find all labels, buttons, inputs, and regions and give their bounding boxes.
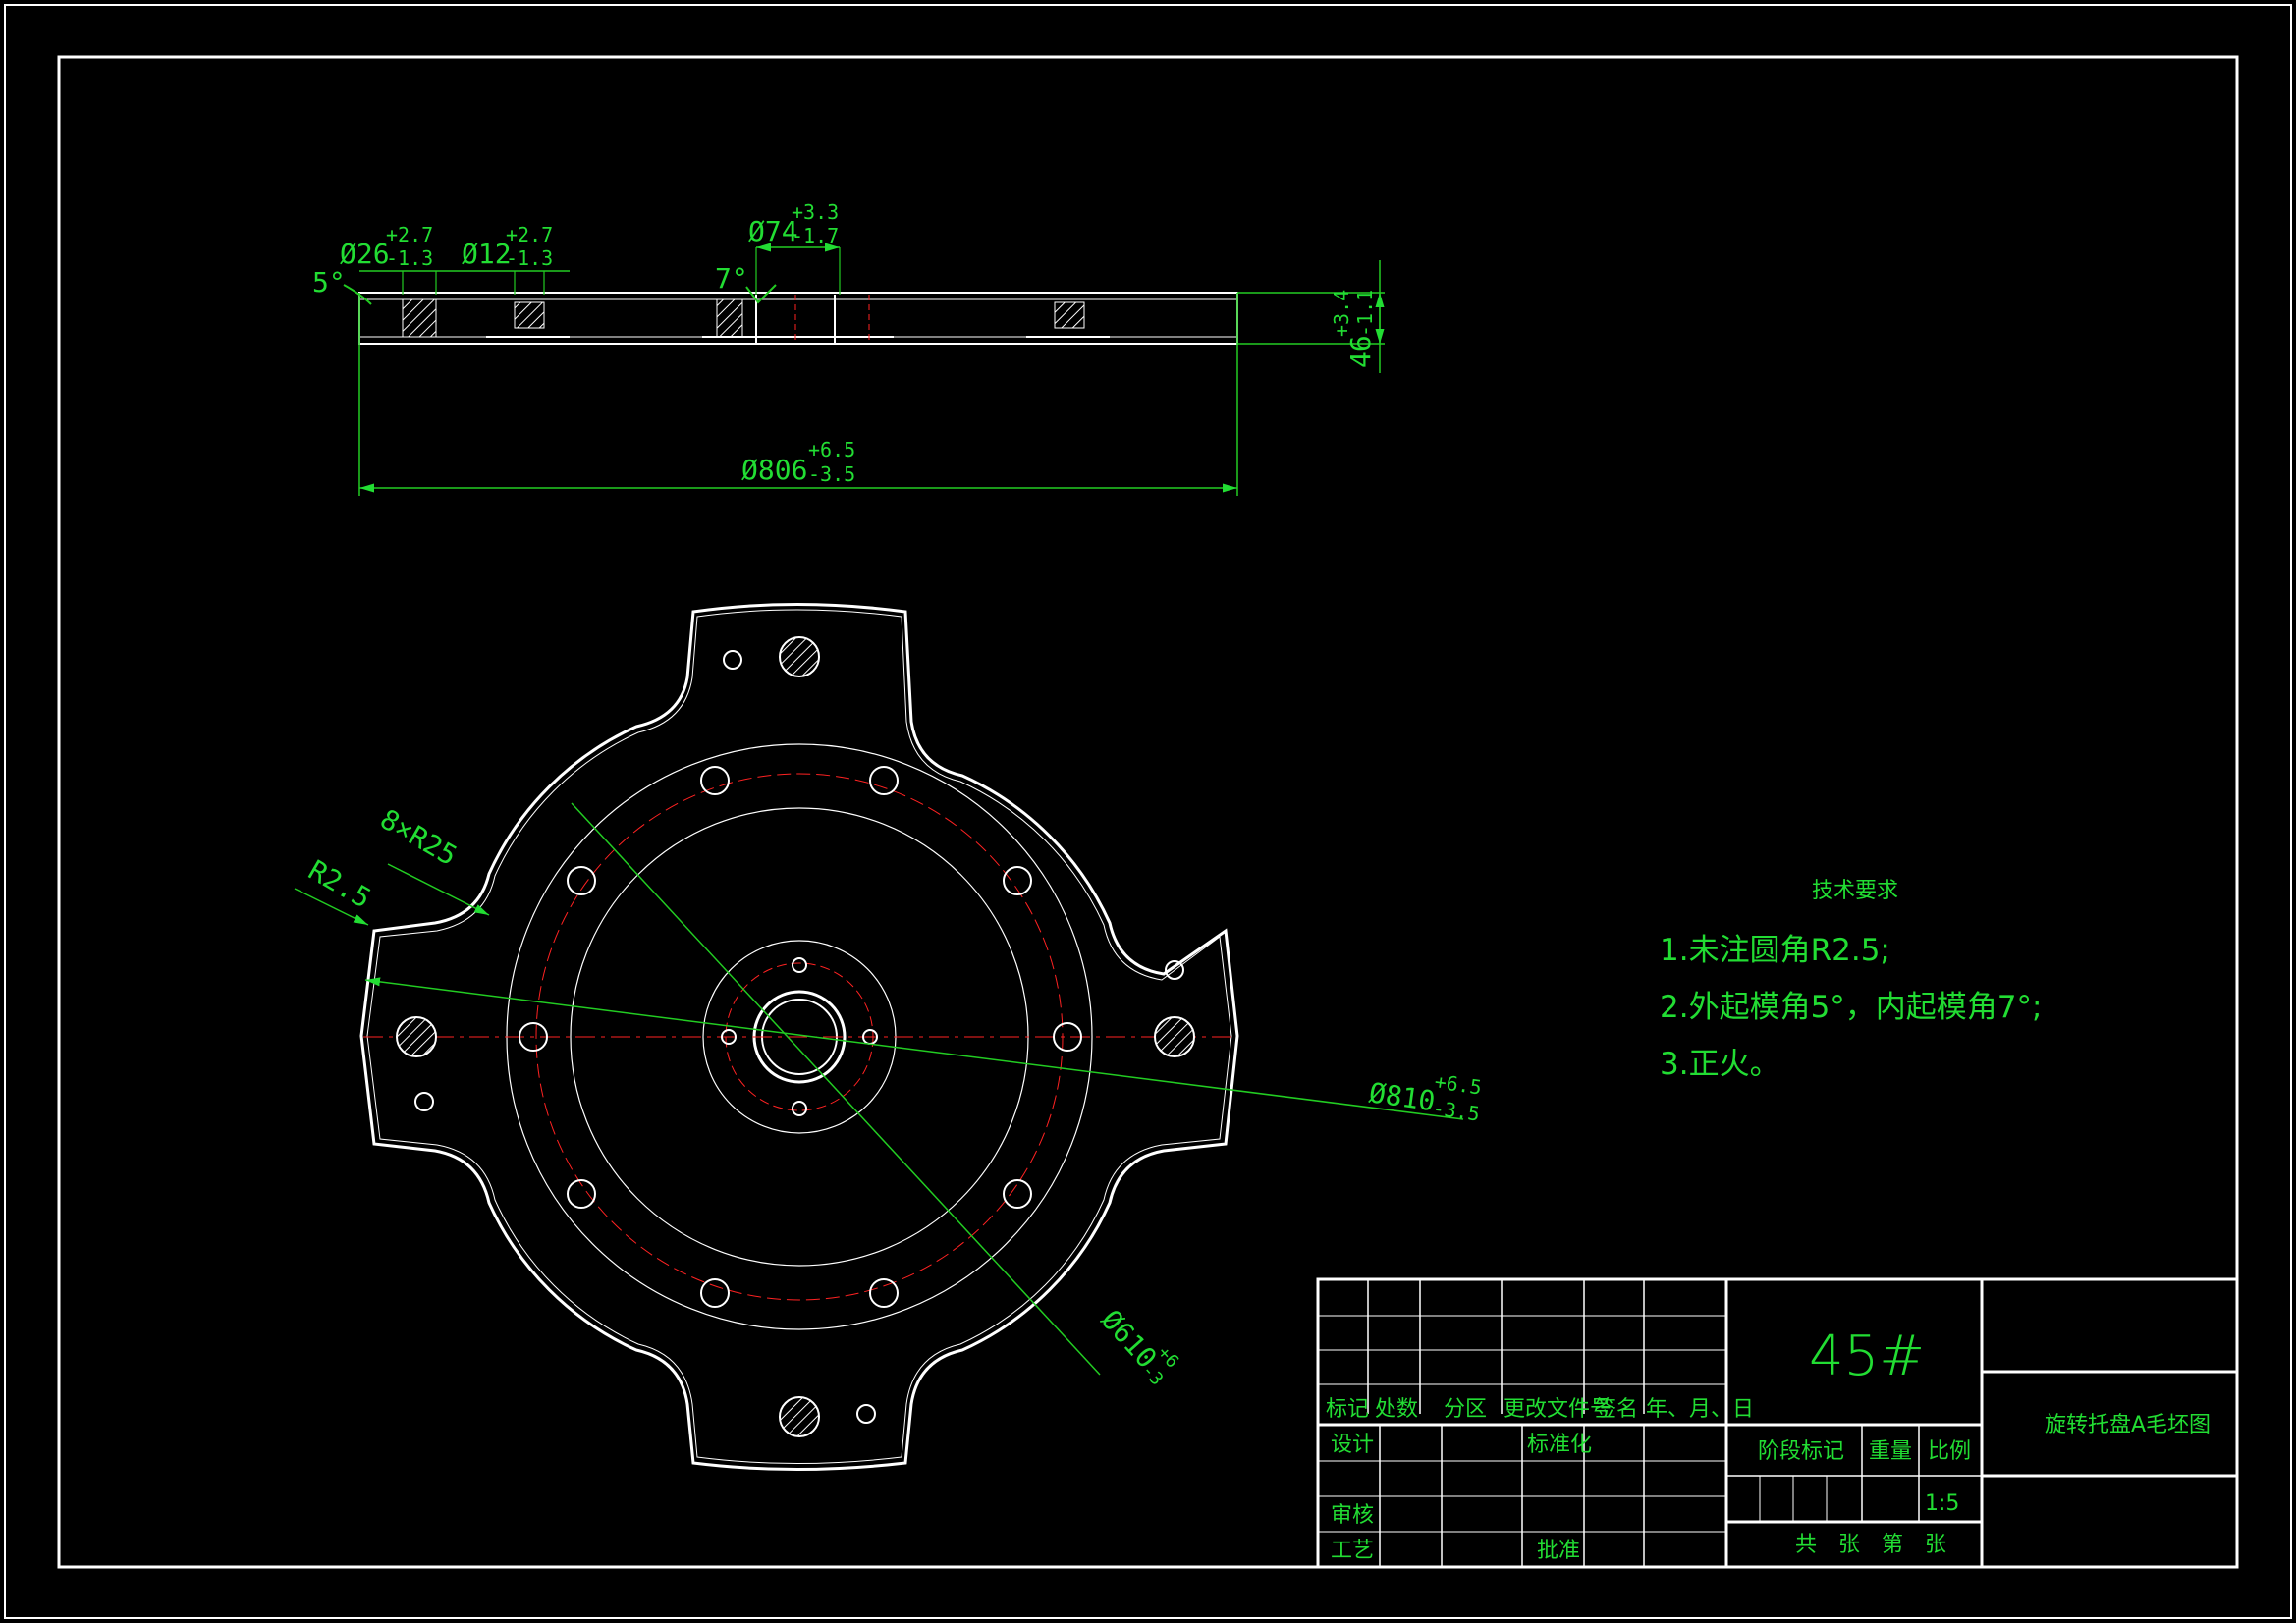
dim-h46-tol-dn: -1.1 [1353, 290, 1377, 337]
top-view: R2.5 8×R25 Ø810 +6.5 -3.5 Ø610 +6 -3 [294, 603, 1483, 1471]
dim-d806: Ø806 [741, 454, 807, 486]
dim-d26-tol-dn: -1.3 [386, 246, 433, 270]
lbl-approve: 批准 [1537, 1539, 1580, 1563]
title-block: 标记 处数 分区 更改文件号 签名 年、月、日 设计 标准化 审核 工艺 批准 … [1316, 1277, 2239, 1569]
plate-outline [359, 603, 1239, 1471]
lbl-weight: 重量 [1869, 1439, 1912, 1464]
hdr-date: 年、月、日 [1646, 1397, 1754, 1422]
hdr-sign: 签名 [1595, 1397, 1638, 1422]
lbl-review: 审核 [1331, 1503, 1374, 1528]
dim-d74: Ø74 [748, 215, 798, 247]
scale-value: 1:5 [1925, 1491, 1959, 1516]
tech-req-item: 1.未注圆角R2.5; [1660, 933, 1890, 968]
dim-d74-tol-dn: -1.7 [792, 224, 839, 247]
tech-requirements: 技术要求 1.未注圆角R2.5; 2.外起模角5°，内起模角7°; 3.正火。 [1660, 879, 2042, 1082]
hole-section [402, 298, 437, 338]
bolt-holes [519, 766, 1082, 1308]
hdr-zone: 分区 [1444, 1397, 1487, 1422]
dim-d810-tol-up: +6.5 [1433, 1069, 1483, 1099]
tech-req-item: 2.外起模角5°，内起模角7°; [1660, 990, 2042, 1025]
dim-d810-tol-dn: -3.5 [1431, 1096, 1481, 1125]
lbl-standard: 标准化 [1527, 1433, 1592, 1457]
part-name: 旋转托盘A毛坯图 [2045, 1413, 2211, 1437]
dim-draft-inner: 7° [715, 262, 748, 295]
dim-d806-tol-dn: -3.5 [808, 462, 855, 486]
dim-draft-outer: 5° [312, 266, 346, 298]
arm-holes [396, 636, 1195, 1437]
hdr-count: 处数 [1375, 1397, 1418, 1422]
lbl-design: 设计 [1331, 1433, 1374, 1457]
hdr-mark: 标记 [1326, 1397, 1369, 1422]
dim-d12-tol-up: +2.7 [506, 223, 553, 246]
dim-d12: Ø12 [462, 238, 512, 270]
dim-h46-tol-up: +3.4 [1330, 290, 1353, 337]
dim-d810: Ø810 [1367, 1076, 1437, 1117]
lbl-scale: 比例 [1928, 1439, 1971, 1464]
dim-h46: 46 [1344, 335, 1377, 368]
dim-d12-tol-dn: -1.3 [506, 246, 553, 270]
dim-d26-tol-up: +2.7 [386, 223, 433, 246]
hdr-change-doc: 更改文件号 [1503, 1397, 1612, 1422]
dim-d74-tol-up: +3.3 [792, 200, 839, 224]
hole-section [514, 301, 545, 329]
hole-section [1054, 301, 1085, 329]
dim-r-small: R2.5 [303, 853, 377, 914]
dim-d806-tol-up: +6.5 [808, 438, 855, 461]
lbl-process: 工艺 [1331, 1539, 1374, 1563]
side-view: Ø806 +6.5 -3.5 46 +3.4 -1.1 Ø26 +2.7 -1.… [312, 200, 1385, 496]
tech-req-item: 3.正火。 [1660, 1047, 1780, 1082]
hole-section [716, 298, 743, 338]
inner-border [57, 55, 2239, 1569]
tech-req-title: 技术要求 [1812, 879, 1898, 903]
sheet-info: 共 张 第 张 [1795, 1533, 1946, 1557]
outer-border [4, 4, 2292, 1619]
material: 45# [1809, 1325, 1925, 1388]
lbl-stage: 阶段标记 [1758, 1439, 1844, 1464]
dim-d26: Ø26 [340, 238, 390, 270]
dim-r-arm: 8×R25 [375, 802, 464, 872]
